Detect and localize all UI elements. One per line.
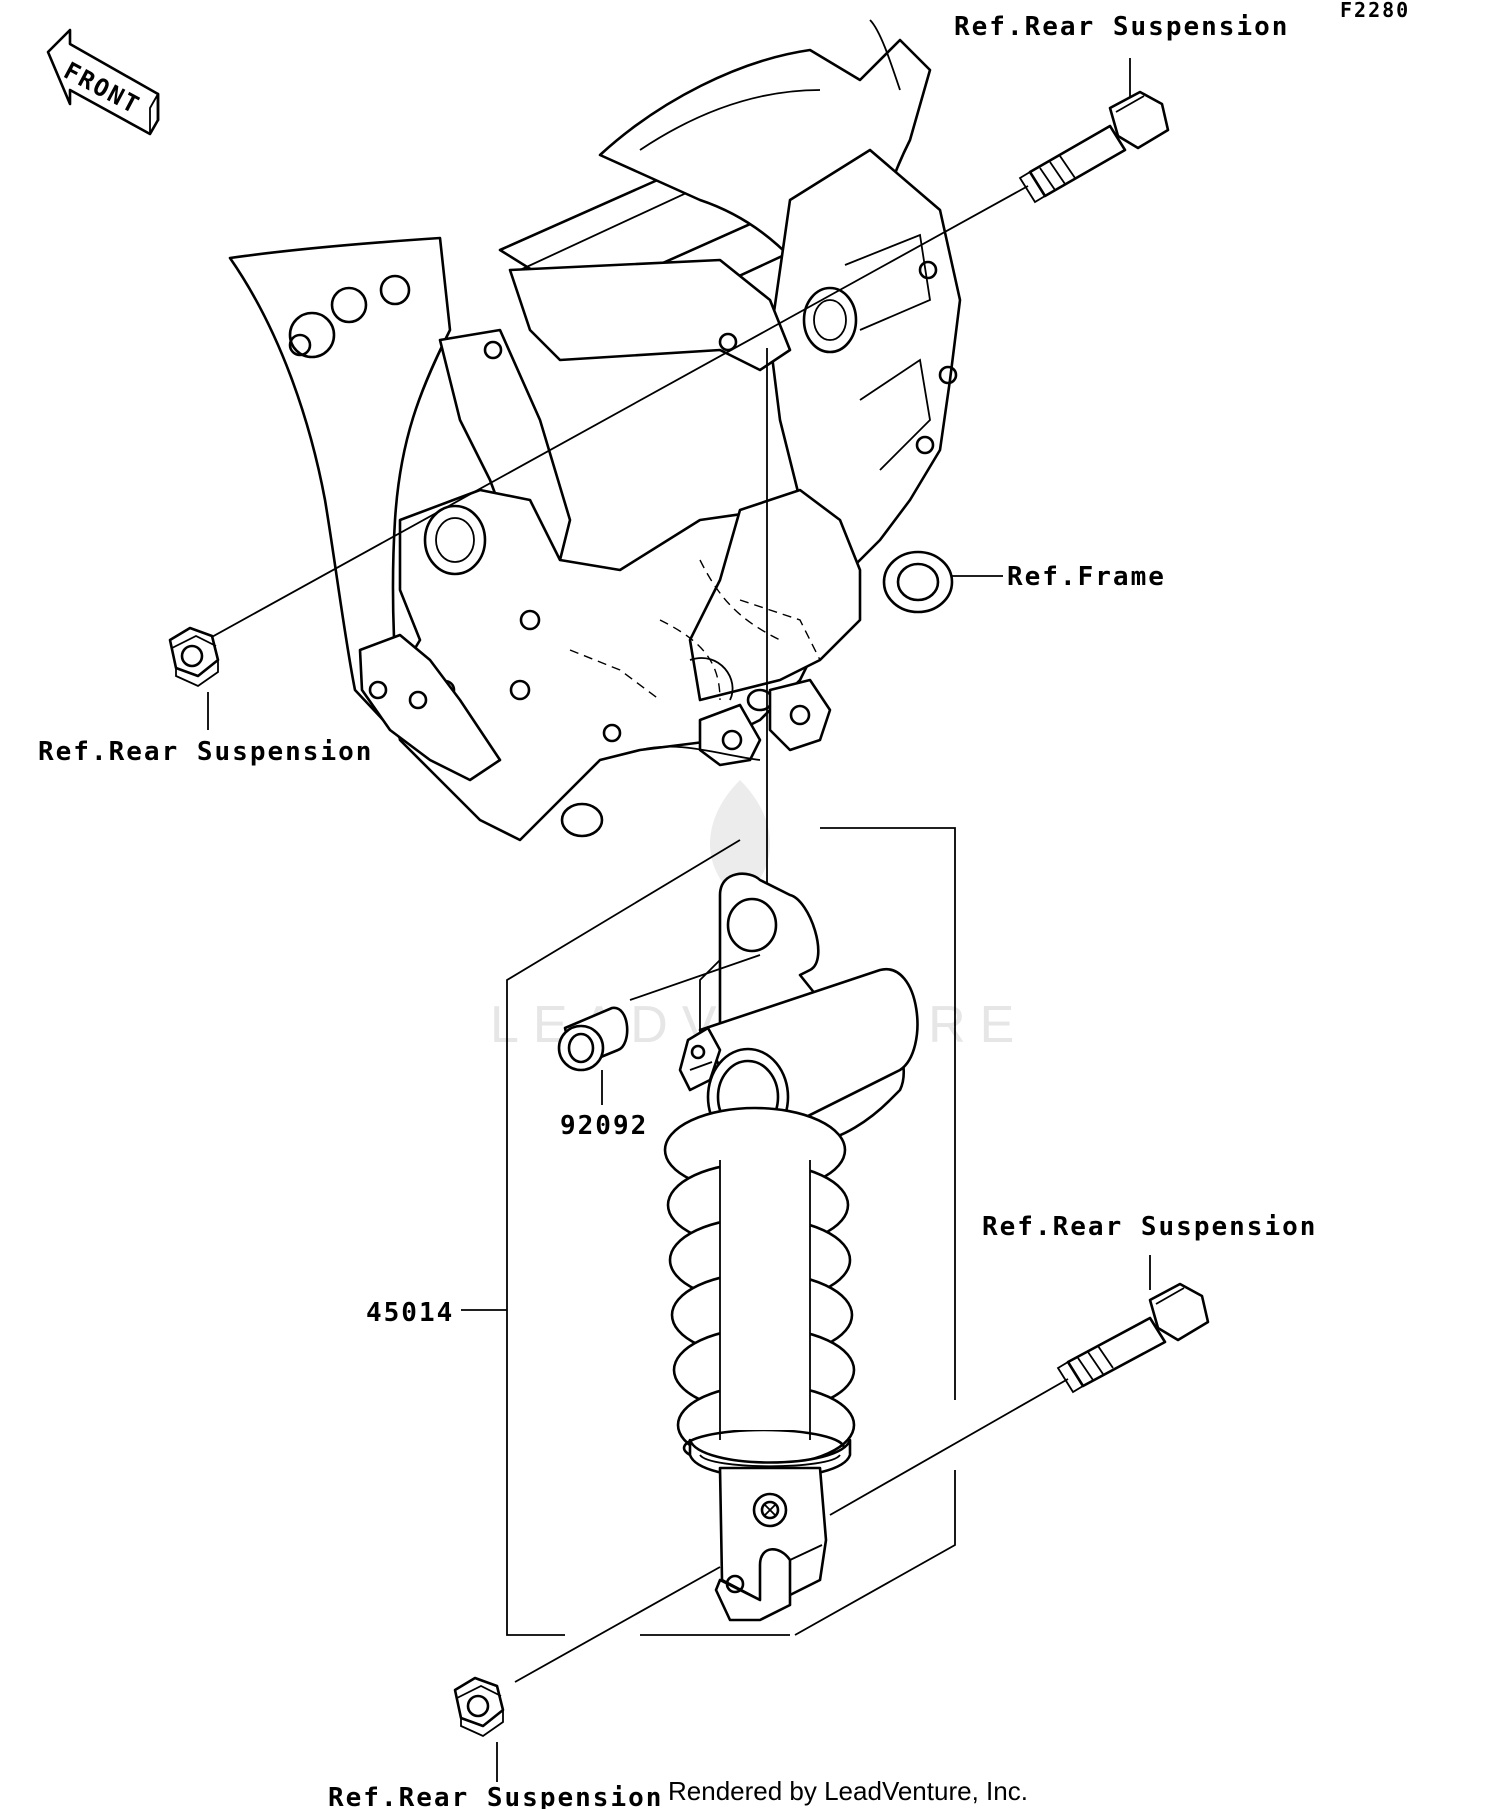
bushing-92092[interactable]	[557, 1006, 629, 1072]
diagram-code: F2280	[1340, 0, 1410, 22]
bottom-nut[interactable]	[453, 1566, 721, 1738]
part-number-45014[interactable]: 45014	[366, 1298, 454, 1328]
ref-rear-suspension-right-label[interactable]: Ref.Rear Suspension	[982, 1212, 1317, 1242]
top-bolt[interactable]	[209, 90, 1170, 639]
shock-absorber	[663, 348, 919, 1622]
ref-rear-suspension-bottom-label[interactable]: Ref.Rear Suspension	[328, 1783, 663, 1809]
front-arrow-icon: FRONT	[46, 28, 160, 136]
ref-rear-suspension-left-label[interactable]: Ref.Rear Suspension	[38, 737, 373, 767]
ref-rear-suspension-top-label[interactable]: Ref.Rear Suspension	[954, 12, 1289, 42]
part-number-92092[interactable]: 92092	[560, 1111, 648, 1141]
ref-frame-label[interactable]: Ref.Frame	[1007, 562, 1166, 592]
left-nut[interactable]	[168, 626, 220, 688]
render-credit: Rendered by LeadVenture, Inc.	[668, 1776, 1028, 1806]
assembly-bracket	[506, 827, 956, 1636]
frame	[228, 19, 962, 842]
bottom-bolt[interactable]	[829, 1282, 1210, 1516]
